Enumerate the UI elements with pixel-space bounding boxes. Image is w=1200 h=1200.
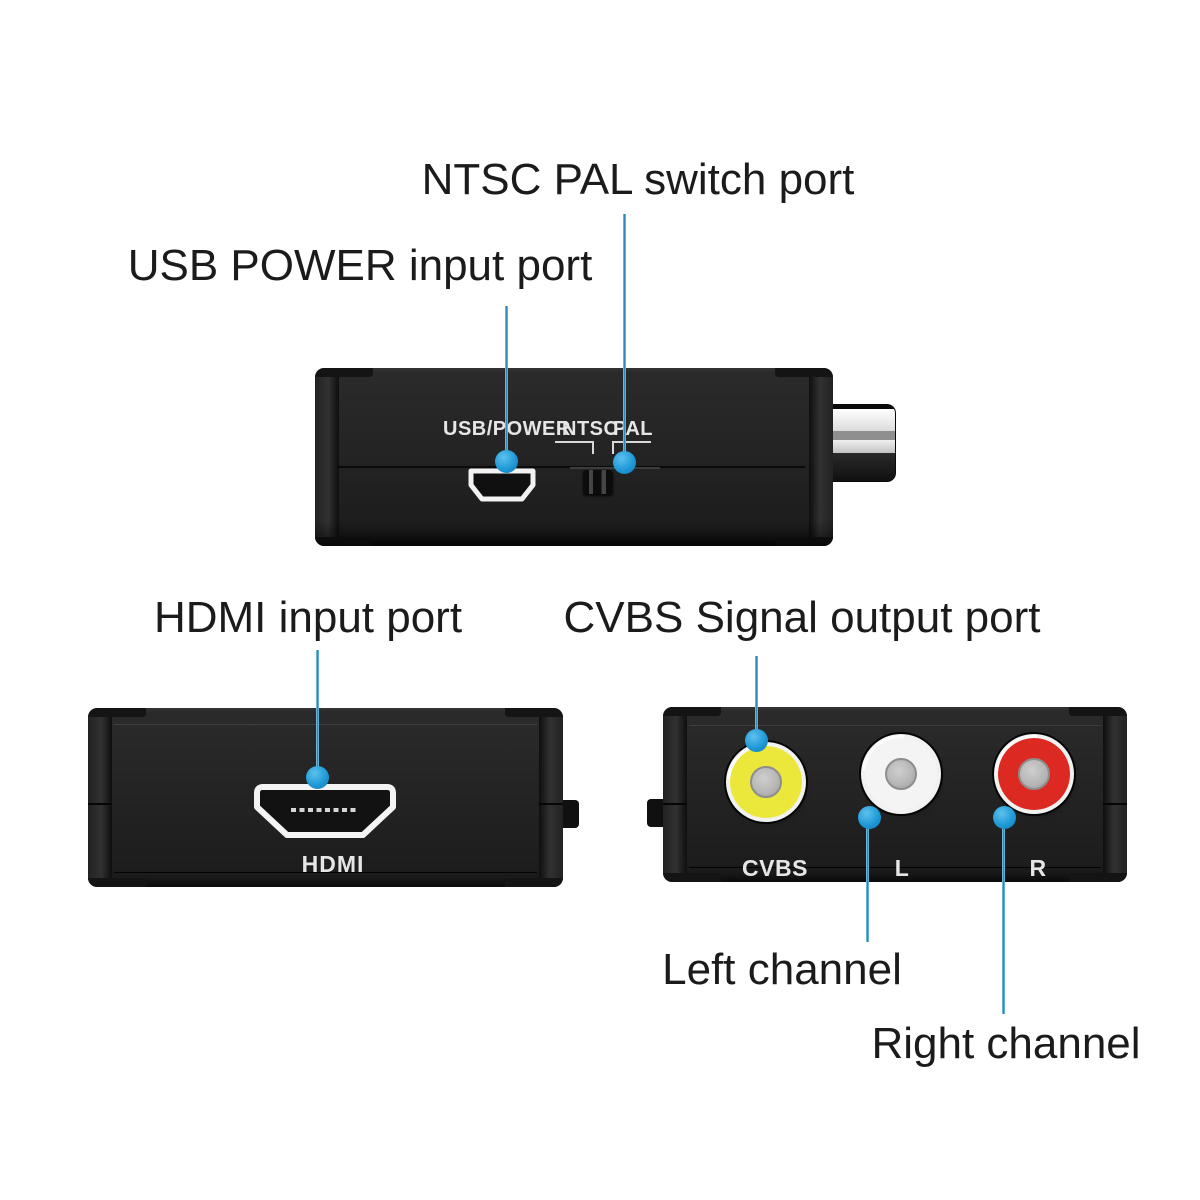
pointer-line-left-channel: [866, 820, 869, 942]
chassis-corner: [663, 873, 721, 882]
pointer-dot-cvbs: [745, 729, 768, 752]
switch-nub-side: [561, 800, 579, 828]
pal-position-label: PAL: [613, 418, 654, 440]
chassis-corner: [505, 878, 563, 887]
jack-center-post: [885, 758, 917, 790]
pointer-dot-usb-power: [495, 450, 518, 473]
chassis-corner: [505, 708, 563, 717]
jack-center-post: [750, 766, 782, 798]
hdmi-port-label: HDMI: [301, 851, 365, 877]
facet-notch: [1103, 803, 1127, 805]
cvbs-jack-label: CVBS: [742, 855, 808, 881]
rca-connector-side-view: [831, 405, 895, 481]
chassis-left-facet: [315, 368, 339, 546]
chassis-corner: [1069, 873, 1127, 882]
label-hdmi-input-port: HDMI input port: [153, 593, 463, 642]
pointer-line-ntsc-pal-switch: [623, 214, 626, 462]
mini-usb-port: [467, 468, 537, 502]
facet-notch: [88, 803, 112, 805]
left-jack-label: L: [894, 855, 910, 881]
chassis-corner: [88, 708, 146, 717]
chassis-left-facet: [663, 707, 687, 882]
chassis-corner: [663, 707, 721, 716]
pointer-dot-left-channel: [858, 806, 881, 829]
pointer-dot-hdmi: [306, 766, 329, 789]
chassis-right-facet: [1103, 707, 1127, 882]
pointer-line-right-channel: [1002, 820, 1005, 1014]
chassis-left-facet: [88, 708, 112, 887]
jack-center-post: [1018, 758, 1050, 790]
pal-position-mark: [612, 441, 651, 454]
chassis-corner: [775, 368, 833, 377]
label-ntsc-pal-switch-port: NTSC PAL switch port: [421, 155, 855, 204]
switch-nub-side: [647, 799, 665, 827]
label-cvbs-signal-output-port: CVBS Signal output port: [563, 593, 1041, 642]
ntsc-position-mark: [555, 441, 594, 454]
rca-jack-left: [846, 719, 956, 829]
converter-hdmi-front-view: HDMI: [88, 708, 579, 887]
pointer-line-cvbs: [755, 656, 758, 740]
converter-rca-back-view: CVBS L R: [647, 707, 1127, 882]
rca-jack-right: [979, 719, 1089, 829]
chassis-corner: [88, 878, 146, 887]
chassis-right-facet: [809, 368, 833, 546]
facet-notch: [539, 803, 563, 805]
ntsc-pal-switch: [583, 470, 613, 494]
faceplate-panel: [689, 725, 1101, 868]
pointer-dot-right-channel: [993, 806, 1016, 829]
pointer-line-usb-power: [505, 306, 508, 461]
faceplate-panel: [114, 724, 537, 873]
chassis-corner: [1069, 707, 1127, 716]
converter-top-side-view: USB/POWER NTSC PAL: [315, 368, 895, 546]
ntsc-position-label: NTSC: [562, 418, 619, 440]
rca-jack-cvbs: [711, 727, 821, 837]
facet-notch: [663, 803, 687, 805]
chassis-shadow: [315, 520, 833, 546]
hdmi-port: [253, 783, 397, 841]
right-jack-label: R: [1029, 855, 1047, 881]
chassis-corner: [315, 368, 373, 377]
pointer-dot-ntsc-pal-switch: [613, 451, 636, 474]
label-right-channel: Right channel: [871, 1019, 1141, 1068]
label-left-channel: Left channel: [662, 945, 902, 994]
chassis-right-facet: [539, 708, 563, 887]
pointer-line-hdmi: [316, 650, 319, 778]
label-usb-power-input-port: USB POWER input port: [127, 241, 593, 290]
